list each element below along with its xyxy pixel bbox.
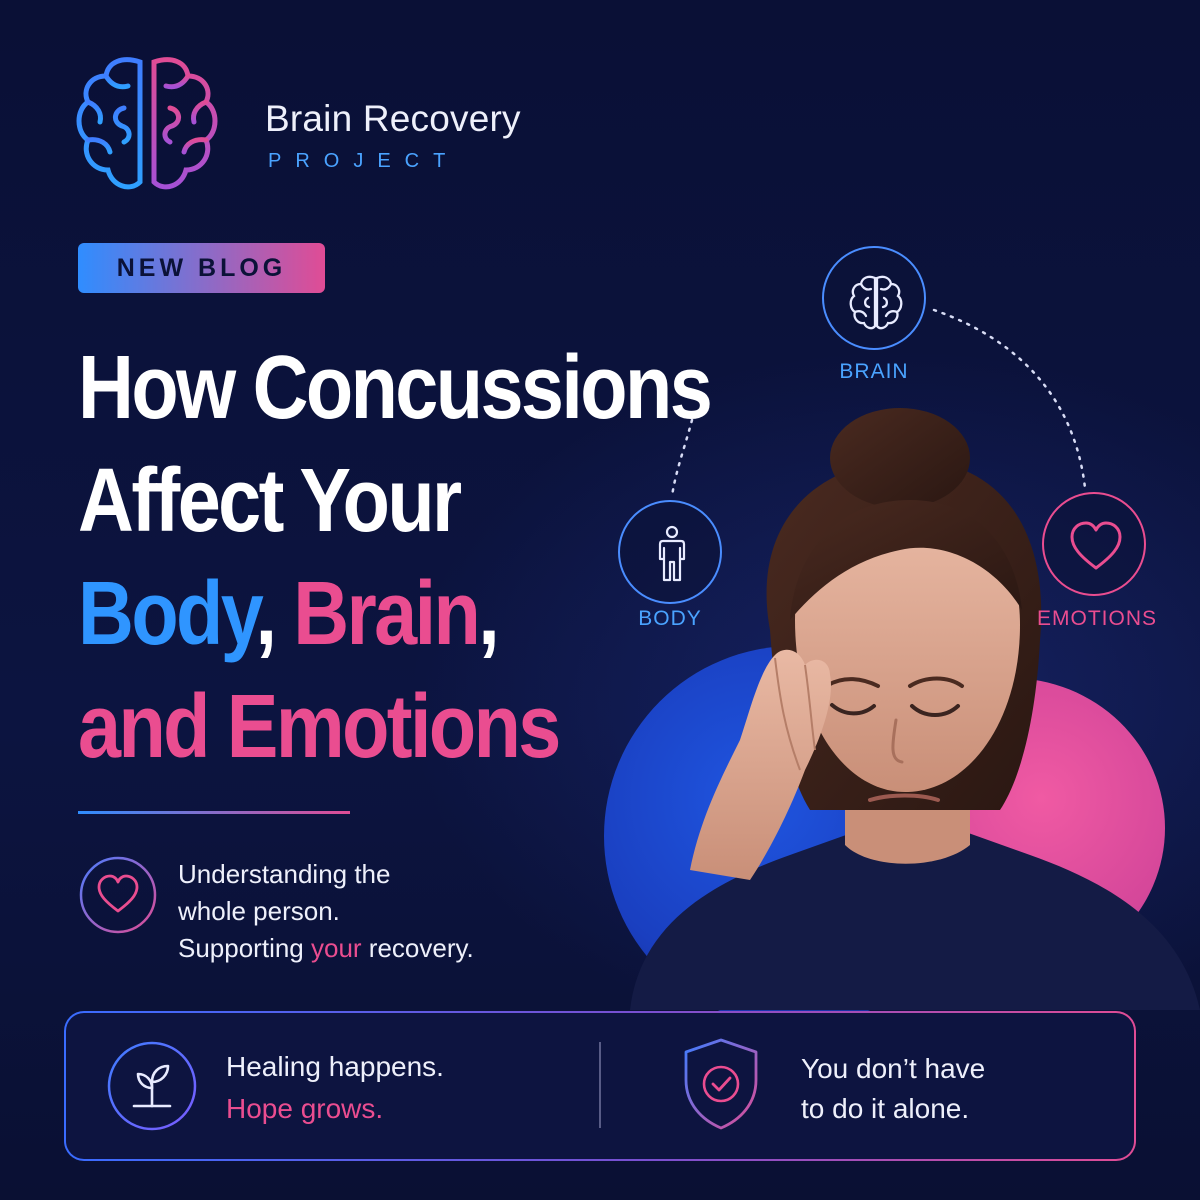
person-icon xyxy=(658,525,686,582)
body-node xyxy=(618,500,722,604)
tagline-line-2: whole person. xyxy=(178,896,340,926)
body-node-label: BODY xyxy=(638,607,702,630)
brand-name: Brain Recovery xyxy=(265,98,521,139)
new-blog-badge: NEW BLOG xyxy=(78,243,325,293)
tagline-accent: your xyxy=(310,933,362,963)
tagline-line-3: Supporting your recovery. xyxy=(178,930,474,967)
panel-divider xyxy=(599,1042,601,1128)
support-line-1: You don’t have xyxy=(801,1053,986,1084)
shield-check-icon xyxy=(684,1038,758,1130)
divider-rule xyxy=(78,811,350,814)
headline-comma-2: , xyxy=(478,564,500,664)
tagline-line-3-start: Supporting xyxy=(178,933,311,963)
support-line-2: to do it alone. xyxy=(801,1093,970,1124)
brain-logo-icon xyxy=(76,57,218,190)
headline-line-4: and Emotions xyxy=(78,677,561,777)
brain-node-label: BRAIN xyxy=(839,360,909,383)
emotions-node xyxy=(1042,492,1146,596)
headline-line-3: Body, Brain, xyxy=(78,558,710,671)
healing-line-2: Hope grows. xyxy=(226,1093,384,1124)
support-message: You don’t have to do it alone. xyxy=(801,1049,985,1129)
heart-icon xyxy=(1070,521,1122,570)
headline: How Concussions Affect Your Body, Brain,… xyxy=(78,332,713,784)
healing-message: Healing happens. Hope grows. xyxy=(226,1046,444,1130)
brain-node xyxy=(822,246,926,350)
woman-with-headache-illustration xyxy=(630,408,1200,1010)
brain-icon xyxy=(849,275,903,330)
tagline: Understanding the whole person. Supporti… xyxy=(178,856,474,967)
headline-word-body: Body xyxy=(78,564,258,664)
tagline-line-3-end: recovery. xyxy=(361,933,474,963)
heart-icon xyxy=(79,856,157,934)
headline-line-1: How Concussions xyxy=(78,338,713,438)
brand-subtitle: PROJECT xyxy=(268,150,460,172)
sprout-icon xyxy=(107,1041,197,1131)
headline-word-brain: Brain xyxy=(293,564,481,664)
healing-line-1: Healing happens. xyxy=(226,1051,444,1082)
tagline-line-1: Understanding the xyxy=(178,859,391,889)
badge-label: NEW BLOG xyxy=(116,253,287,282)
headline-comma: , xyxy=(255,564,294,664)
headline-line-2: Affect Your xyxy=(78,451,462,551)
bottom-panel xyxy=(66,1013,1134,1159)
emotions-node-label: EMOTIONS xyxy=(1036,607,1157,630)
